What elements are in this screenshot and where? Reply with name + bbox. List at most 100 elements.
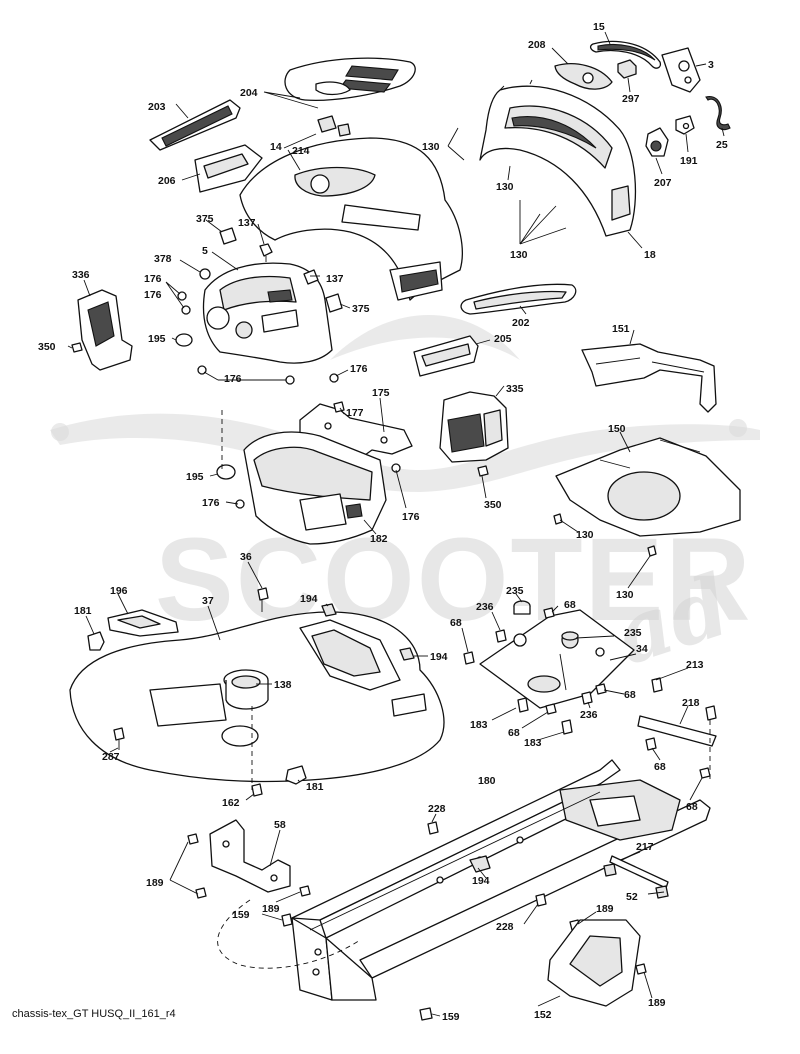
part-235-bushing-lower (561, 631, 579, 641)
part-180-main-frame (291, 759, 711, 1001)
callout-130-shroud: 130 (576, 529, 594, 541)
callout-214: 214 (292, 145, 310, 157)
callout-177: 177 (346, 407, 364, 419)
callout-189-middle: 189 (262, 903, 280, 915)
part-335-side-cover (439, 391, 509, 463)
callout-189-bottom: 189 (648, 997, 666, 1009)
callout-182: 182 (370, 533, 388, 545)
part-195-plug-upper (175, 333, 193, 347)
callout-235-upper: 235 (506, 585, 524, 597)
callout-labels: 15 208 3 297 25 191 207 18 130 130 130 2… (38, 21, 728, 1023)
part-182-lower-dash (243, 431, 387, 545)
callout-25: 25 (716, 139, 728, 151)
part-162-bolt (251, 783, 263, 797)
callout-159-upper: 159 (232, 909, 250, 921)
part-183-bolts (517, 697, 573, 735)
callout-68-e: 68 (654, 761, 666, 773)
callout-297: 297 (622, 93, 640, 105)
part-207-headlight (645, 127, 669, 157)
callout-236-lower: 236 (580, 709, 598, 721)
part-137-fastener-right (303, 269, 319, 285)
part-228-bolts (427, 821, 547, 907)
callout-206: 206 (158, 175, 176, 187)
part-151-support-bracket (581, 343, 717, 413)
part-15-trim-strip (589, 40, 662, 69)
callout-138: 138 (274, 679, 292, 691)
part-194-nut-lower (469, 855, 491, 873)
callout-287: 287 (102, 751, 120, 763)
callout-189-right: 189 (596, 903, 614, 915)
callout-196: 196 (110, 585, 128, 597)
part-196-cover (107, 609, 179, 637)
callout-195-lower: 195 (186, 471, 204, 483)
callout-205: 205 (494, 333, 512, 345)
callout-217: 217 (636, 841, 654, 853)
callout-18: 18 (644, 249, 656, 261)
callout-36: 36 (240, 551, 252, 563)
callout-68-c: 68 (624, 689, 636, 701)
callout-176-d: 176 (350, 363, 368, 375)
callout-207: 207 (654, 177, 672, 189)
callout-375-lower: 375 (352, 303, 370, 315)
callout-162: 162 (222, 797, 240, 809)
callout-14: 14 (270, 141, 282, 153)
part-204-hood-top (284, 57, 416, 102)
part-181-mount-lower (285, 765, 307, 785)
part-375-bumper-upper (219, 227, 237, 245)
callout-34: 34 (636, 643, 648, 655)
callout-152: 152 (534, 1009, 552, 1021)
part-152-rear-bracket (547, 919, 641, 1007)
callout-350-left: 350 (38, 341, 56, 353)
part-350-screw-right (477, 465, 489, 477)
callout-68-d: 68 (508, 727, 520, 739)
callout-194-right: 194 (430, 651, 448, 663)
part-218-bar (637, 715, 717, 747)
callout-37: 37 (202, 595, 214, 607)
part-297-block (617, 59, 637, 79)
part-159-bolts (281, 913, 433, 1021)
callout-218: 218 (682, 697, 700, 709)
part-206-panel (194, 144, 263, 193)
part-350-screw-left (71, 342, 83, 353)
callout-336: 336 (72, 269, 90, 281)
callout-236-upper: 236 (476, 601, 494, 613)
belt-routing-dashed (217, 899, 361, 969)
callout-180: 180 (478, 775, 496, 787)
callout-176-b: 176 (144, 289, 162, 301)
part-36-bolt (257, 587, 269, 612)
callout-130-top: 130 (422, 141, 440, 153)
part-34-mounting-plate (479, 609, 635, 709)
callout-151: 151 (612, 323, 630, 335)
callout-194-upper: 194 (300, 593, 318, 605)
part-3-bracket (661, 47, 701, 93)
leader-lines (67, 31, 725, 1017)
diagram-caption: chassis-tex_GT HUSQ_II_161_r4 (12, 1008, 176, 1020)
part-68-fasteners (463, 607, 711, 779)
callout-150: 150 (608, 423, 626, 435)
part-18-front-hood (479, 79, 637, 237)
part-58-bracket (209, 819, 291, 893)
part-138-fuel-cap (223, 669, 269, 710)
callout-228-lower: 228 (496, 921, 514, 933)
part-191-clip (675, 115, 695, 135)
part-177-screw (333, 401, 345, 413)
callout-194-lower: 194 (472, 875, 490, 887)
callout-58: 58 (274, 819, 286, 831)
callout-375-upper: 375 (196, 213, 214, 225)
callout-68-b: 68 (450, 617, 462, 629)
callout-208: 208 (528, 39, 546, 51)
callout-195-upper: 195 (148, 333, 166, 345)
callout-159-lower: 159 (442, 1011, 460, 1023)
part-287-screw (113, 727, 125, 750)
part-378-grommet (199, 268, 211, 280)
part-202-grille (460, 283, 577, 315)
callout-176-e: 176 (202, 497, 220, 509)
callout-176-c: 176 (224, 373, 242, 385)
callout-181-lower: 181 (306, 781, 324, 793)
part-194-nut-upper (321, 603, 415, 661)
part-213-bolts (651, 677, 717, 721)
callout-228-upper: 228 (428, 803, 446, 815)
part-236-bolts (495, 629, 593, 705)
callout-3: 3 (708, 59, 714, 71)
